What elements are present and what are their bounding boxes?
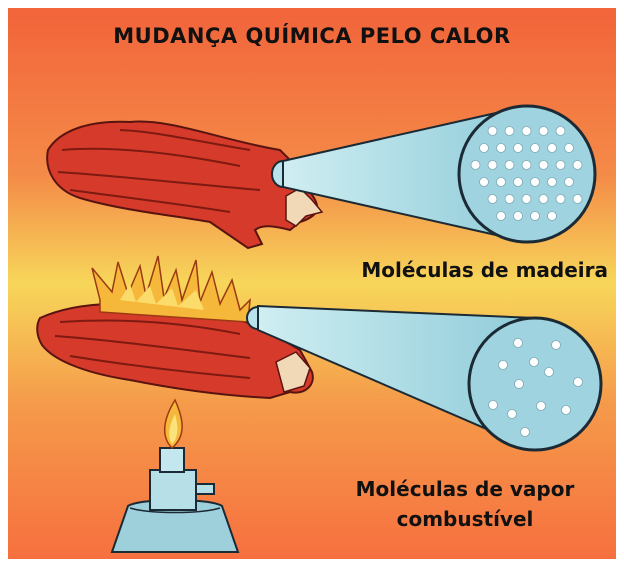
molecule	[497, 212, 506, 221]
molecule	[522, 127, 531, 136]
molecule	[522, 161, 531, 170]
molecule	[480, 178, 489, 187]
molecule	[539, 161, 548, 170]
molecule	[539, 195, 548, 204]
molecule	[548, 212, 557, 221]
molecule	[505, 127, 514, 136]
molecule	[488, 161, 497, 170]
molecule	[531, 212, 540, 221]
molecule	[471, 161, 480, 170]
molecule	[505, 161, 514, 170]
molecule	[556, 195, 565, 204]
molecule	[565, 144, 574, 153]
molecule	[539, 127, 548, 136]
molecule	[565, 178, 574, 187]
molecule	[505, 195, 514, 204]
molecule	[556, 127, 565, 136]
molecule	[548, 178, 557, 187]
molecule	[514, 212, 523, 221]
molecule	[531, 178, 540, 187]
wood-molecules-label: Moléculas de madeira	[361, 258, 608, 282]
molecule	[497, 144, 506, 153]
molecule	[522, 195, 531, 204]
vapor-molecules-label: Moléculas de vapor combustível	[320, 474, 610, 534]
vapor-molecules-label-line1: Moléculas de vapor	[320, 474, 610, 504]
molecule	[488, 195, 497, 204]
page-title: MUDANÇA QUÍMICA PELO CALOR	[0, 24, 624, 48]
molecule	[573, 161, 582, 170]
molecule	[514, 144, 523, 153]
molecule	[531, 144, 540, 153]
molecule	[548, 144, 557, 153]
molecule	[480, 144, 489, 153]
molecule	[556, 161, 565, 170]
vapor-molecules-label-line2: combustível	[320, 504, 610, 534]
molecule	[497, 178, 506, 187]
molecule	[514, 178, 523, 187]
molecule	[488, 127, 497, 136]
molecule	[573, 195, 582, 204]
